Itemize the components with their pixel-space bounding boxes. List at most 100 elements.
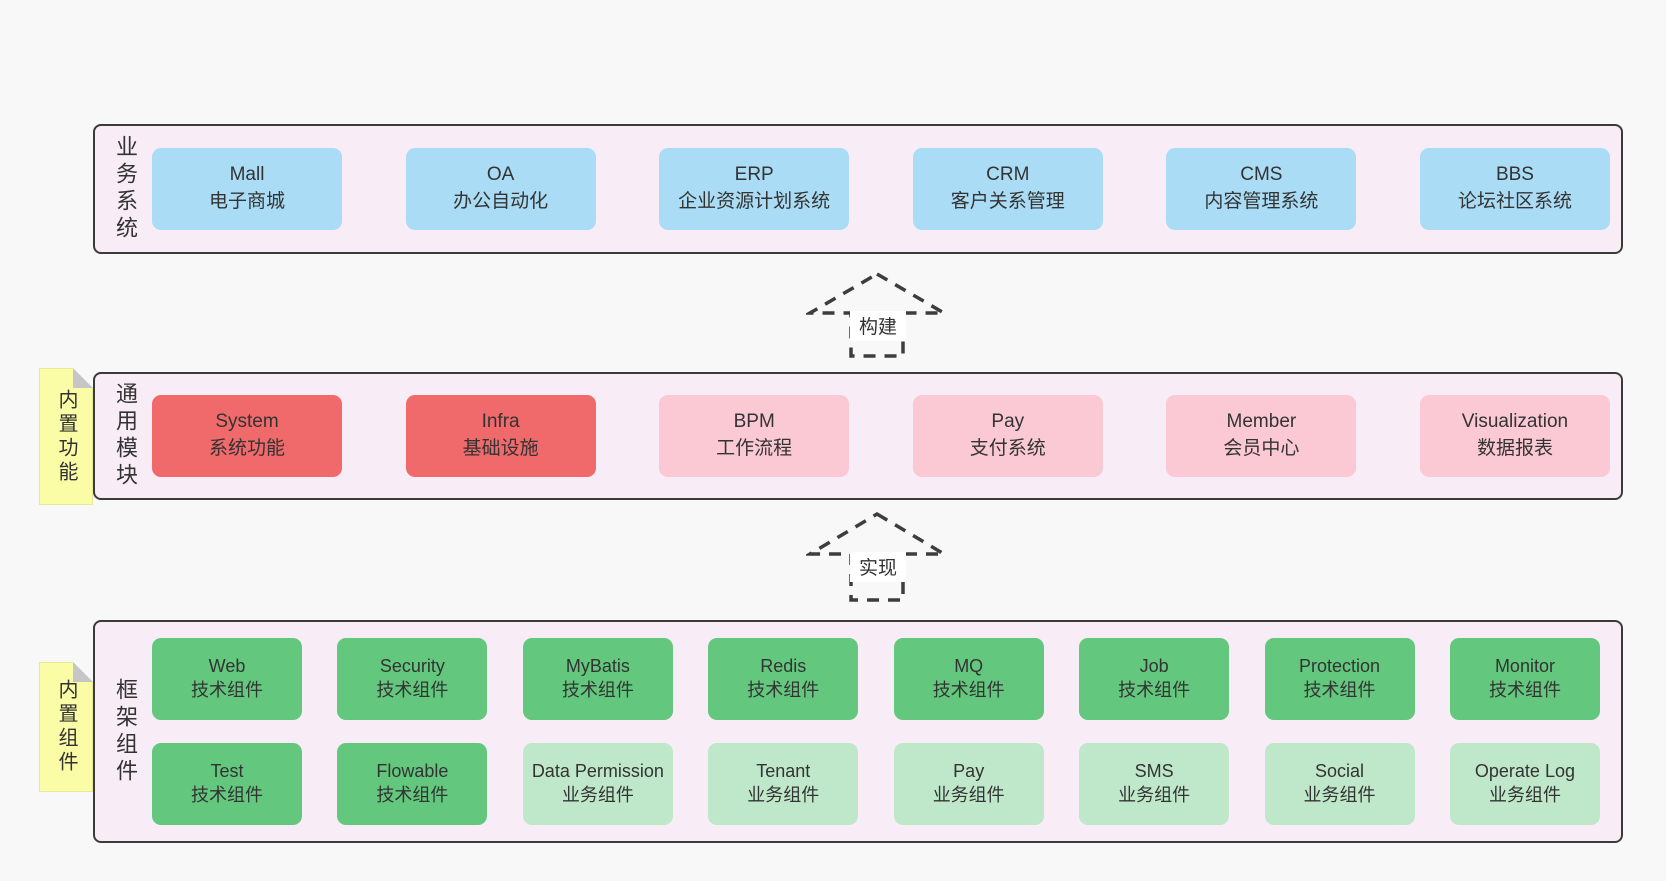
arrow-label-bg bbox=[850, 311, 906, 341]
box-subtitle: 技术组件 bbox=[1303, 680, 1376, 700]
box-title: CMS bbox=[1240, 164, 1283, 186]
box-tenant: Tenant 业务组件 bbox=[708, 743, 859, 825]
box-title: Job bbox=[1139, 656, 1169, 677]
box-title: MyBatis bbox=[565, 656, 630, 677]
box-mybatis: MyBatis 技术组件 bbox=[522, 638, 673, 720]
box-bpm: BPM 工作流程 bbox=[659, 395, 850, 477]
components-row-1: Web 技术组件 Security 技术组件 MyBatis 技术组件 Redi… bbox=[152, 638, 1600, 720]
components-row-2: Test 技术组件 Flowable 技术组件 Data Permission … bbox=[152, 743, 1600, 825]
box-subtitle: 技术组件 bbox=[932, 680, 1005, 700]
section-label-business: 业务系统 bbox=[103, 126, 147, 252]
box-subtitle: 业务组件 bbox=[561, 785, 634, 805]
box-title: BBS bbox=[1495, 164, 1534, 186]
note-text: 内置功能 bbox=[55, 388, 77, 485]
arrow-outline bbox=[806, 511, 948, 602]
box-title: Mall bbox=[229, 164, 265, 186]
note-text: 内置组件 bbox=[55, 679, 77, 775]
box-subtitle: 论坛社区系统 bbox=[1457, 191, 1572, 212]
box-title: Pay bbox=[953, 761, 985, 782]
box-title: MQ bbox=[954, 656, 984, 677]
box-subtitle: 技术组件 bbox=[747, 680, 820, 700]
box-redis: Redis 技术组件 bbox=[708, 638, 859, 720]
arrow-up-implement-icon: 实现 bbox=[806, 511, 948, 602]
box-web: Web 技术组件 bbox=[152, 638, 302, 720]
box-pay-component: Pay 业务组件 bbox=[893, 743, 1044, 825]
box-title: Flowable bbox=[376, 761, 449, 782]
box-erp: ERP 企业资源计划系统 bbox=[659, 148, 850, 230]
arrow-label: 构建 bbox=[859, 316, 897, 338]
arrow-outline bbox=[806, 271, 948, 358]
box-subtitle: 支付系统 bbox=[969, 438, 1046, 459]
box-subtitle: 系统功能 bbox=[208, 438, 285, 459]
box-mall: Mall 电子商城 bbox=[152, 148, 342, 230]
box-mq: MQ 技术组件 bbox=[893, 638, 1044, 720]
box-title: SMS bbox=[1134, 761, 1174, 782]
box-flowable: Flowable 技术组件 bbox=[337, 743, 488, 825]
box-subtitle: 企业资源计划系统 bbox=[678, 191, 831, 212]
box-crm: CRM 客户关系管理 bbox=[912, 148, 1103, 230]
box-title: OA bbox=[486, 164, 515, 186]
box-subtitle: 办公自动化 bbox=[453, 191, 549, 212]
box-subtitle: 内容管理系统 bbox=[1204, 191, 1319, 212]
box-test: Test 技术组件 bbox=[152, 743, 302, 825]
box-subtitle: 技术组件 bbox=[1118, 680, 1191, 700]
box-monitor: Monitor 技术组件 bbox=[1449, 638, 1600, 720]
box-pay-system: Pay 支付系统 bbox=[912, 395, 1103, 477]
box-title: BPM bbox=[733, 411, 775, 433]
box-system: System 系统功能 bbox=[152, 395, 342, 477]
components-grid: Web 技术组件 Security 技术组件 MyBatis 技术组件 Redi… bbox=[147, 638, 1621, 825]
box-subtitle: 工作流程 bbox=[716, 438, 793, 459]
box-subtitle: 会员中心 bbox=[1223, 438, 1300, 459]
box-cms: CMS 内容管理系统 bbox=[1166, 148, 1357, 230]
box-visualization: Visualization 数据报表 bbox=[1419, 395, 1610, 477]
box-subtitle: 技术组件 bbox=[561, 680, 634, 700]
box-subtitle: 基础设施 bbox=[462, 438, 539, 459]
box-data-permission: Data Permission 业务组件 bbox=[522, 743, 673, 825]
box-subtitle: 业务组件 bbox=[932, 785, 1005, 805]
box-title: System bbox=[215, 411, 279, 433]
box-infra: Infra 基础设施 bbox=[405, 395, 596, 477]
box-job: Job 技术组件 bbox=[1079, 638, 1230, 720]
arrow-label-bg bbox=[850, 552, 906, 582]
business-boxes-row: Mall 电子商城 OA 办公自动化 ERP 企业资源计划系统 CRM 客户关系… bbox=[147, 148, 1621, 230]
section-label-text: 通用模块 bbox=[113, 382, 138, 490]
box-subtitle: 数据报表 bbox=[1476, 438, 1553, 459]
box-subtitle: 业务组件 bbox=[1488, 785, 1561, 805]
section-label-components: 框架组件 bbox=[103, 622, 147, 841]
box-subtitle: 技术组件 bbox=[376, 680, 449, 700]
box-subtitle: 电子商城 bbox=[208, 191, 285, 212]
box-title: Monitor bbox=[1494, 656, 1555, 677]
box-security: Security 技术组件 bbox=[337, 638, 488, 720]
box-title: Visualization bbox=[1461, 411, 1569, 433]
box-title: Security bbox=[379, 656, 445, 677]
box-subtitle: 业务组件 bbox=[747, 785, 820, 805]
section-label-text: 框架组件 bbox=[113, 677, 138, 786]
section-common-modules: 通用模块 System 系统功能 Infra 基础设施 BPM 工作流程 Pay… bbox=[93, 372, 1623, 500]
box-oa: OA 办公自动化 bbox=[405, 148, 596, 230]
box-title: CRM bbox=[986, 164, 1030, 186]
box-title: Protection bbox=[1299, 656, 1381, 677]
box-operate-log: Operate Log 业务组件 bbox=[1449, 743, 1600, 825]
box-subtitle: 技术组件 bbox=[191, 680, 263, 700]
box-protection: Protection 技术组件 bbox=[1264, 638, 1415, 720]
box-title: Infra bbox=[481, 411, 520, 433]
box-title: Redis bbox=[760, 656, 807, 677]
box-title: Pay bbox=[991, 411, 1025, 433]
arrow-up-build-icon: 构建 bbox=[806, 271, 948, 358]
box-member: Member 会员中心 bbox=[1166, 395, 1357, 477]
box-title: Test bbox=[210, 761, 244, 782]
box-subtitle: 技术组件 bbox=[376, 785, 449, 805]
box-subtitle: 技术组件 bbox=[191, 785, 263, 805]
arrow-label: 实现 bbox=[859, 557, 897, 579]
section-label-text: 业务系统 bbox=[113, 135, 138, 243]
box-title: Data Permission bbox=[531, 761, 664, 782]
box-title: ERP bbox=[734, 164, 774, 186]
box-title: Web bbox=[208, 656, 246, 677]
modules-boxes-row: System 系统功能 Infra 基础设施 BPM 工作流程 Pay 支付系统… bbox=[147, 395, 1621, 477]
box-title: Social bbox=[1315, 761, 1365, 782]
box-title: Member bbox=[1226, 411, 1297, 433]
box-bbs: BBS 论坛社区系统 bbox=[1419, 148, 1610, 230]
section-framework-components: 框架组件 Web 技术组件 Security 技术组件 MyBatis 技术组件… bbox=[93, 620, 1623, 843]
sticky-note-built-in-functions: 内置功能 bbox=[39, 368, 93, 505]
